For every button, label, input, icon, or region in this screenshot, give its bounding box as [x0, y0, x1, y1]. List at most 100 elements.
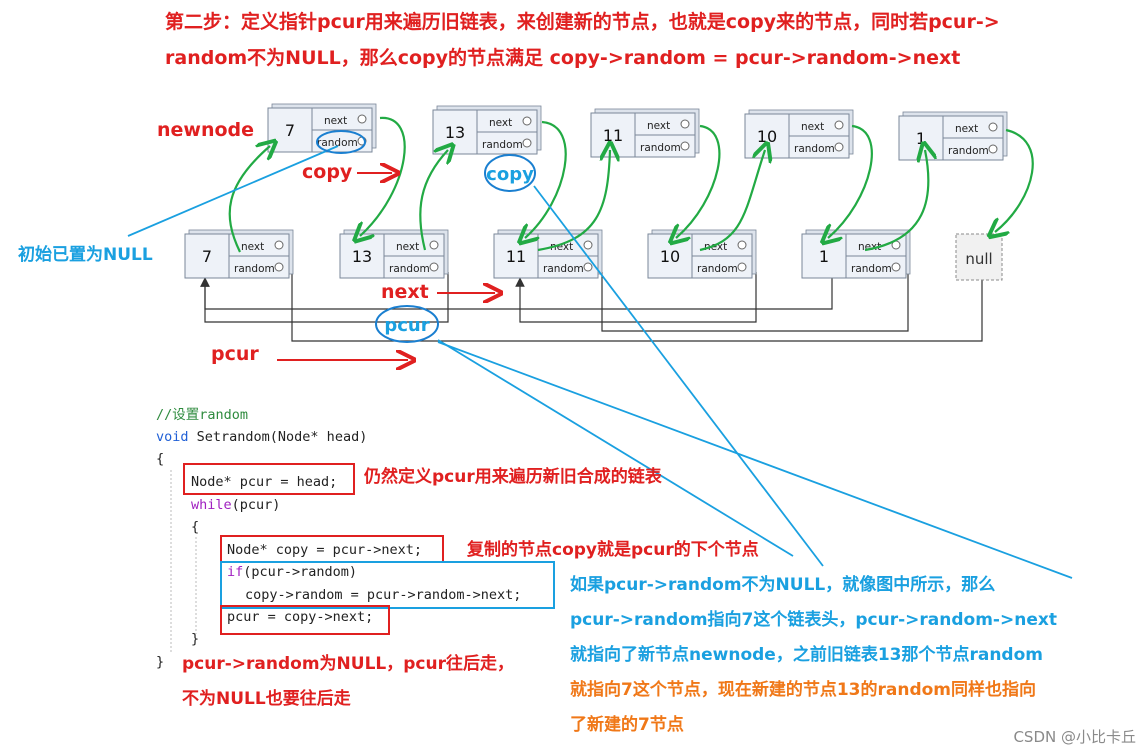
next-field-label: next	[241, 241, 264, 253]
next-pointer-dot	[834, 120, 844, 130]
green-arrow-old1-new1	[864, 150, 928, 252]
green-arrow-new7-old13	[360, 116, 406, 236]
green-next-arrows	[228, 116, 1034, 253]
random-field-label: random	[948, 145, 989, 157]
code-while-rest: (pcur)	[232, 497, 281, 513]
explain-line-1: 如果pcur->random不为NULL，就像图中所示，那么	[570, 574, 995, 595]
random-field-label: random	[794, 143, 835, 155]
green-arrow-new10-old1	[828, 124, 873, 238]
watermark: CSDN @小比卡丘	[1013, 728, 1136, 746]
next-label: next	[381, 281, 429, 303]
copy-label: copy	[302, 161, 353, 183]
code-close-brace: }	[156, 654, 164, 670]
next-field-label: next	[324, 115, 347, 127]
next-pointer-dot	[429, 240, 439, 250]
random-link-13-to-7	[200, 272, 449, 323]
pcur-label: pcur	[211, 343, 259, 365]
explanation: 如果pcur->random不为NULL，就像图中所示，那么 pcur->ran…	[570, 574, 1057, 735]
explain-line-2: pcur->random指向7这个链表头，pcur->random->next	[570, 609, 1057, 630]
init-null-pointer-line	[127, 145, 339, 237]
code-assign-random: copy->random = pcur->random->next;	[245, 587, 521, 603]
next-field-label: next	[647, 120, 670, 132]
next-pointer-dot	[988, 122, 998, 132]
pcur-circle	[375, 305, 439, 343]
copy-explain-line	[533, 185, 824, 567]
random-field-label: random	[697, 263, 738, 275]
random-field-label: random	[851, 263, 892, 275]
next-pointer-dot	[357, 114, 367, 124]
code-copy-define: Node* copy = pcur->next;	[227, 542, 422, 558]
new-node-value: 1	[916, 129, 926, 148]
green-arrow-old13-new13	[419, 150, 448, 251]
random-link-10-to-11	[515, 272, 757, 323]
code-advance: pcur = copy->next;	[227, 609, 373, 625]
pcur-circle-label: pcur	[384, 315, 429, 336]
random-field-label: random	[640, 142, 681, 154]
note-random-null-2: 不为NULL也要往后走	[182, 688, 351, 709]
code-keyword-void: void	[156, 429, 189, 445]
explain-line-3-text: 就指向了新节点newnode，之前旧链表13那个节点random	[570, 644, 1043, 665]
code-signature: void Setrandom(Node* head)	[156, 429, 367, 445]
code-inner-close: }	[191, 631, 199, 647]
explain-line-5: 了新建的7节点	[570, 714, 684, 735]
random-field-highlight	[316, 130, 366, 154]
random-field-label: random	[234, 263, 275, 275]
next-field-label: next	[489, 117, 512, 129]
next-field-label: next	[550, 241, 573, 253]
explain-line-3: 就指向了新节点newnode，之前旧链表13那个节点random	[570, 644, 1043, 665]
random-link-11-to-1	[601, 272, 909, 332]
random-pointer-dot	[680, 141, 690, 151]
code-signature-rest: Setrandom(Node* head)	[189, 429, 368, 445]
next-pointer-dot	[522, 116, 532, 126]
random-pointer-dot	[429, 262, 439, 272]
green-arrow-old10-new10	[699, 150, 765, 252]
random-pointer-dot	[522, 138, 532, 148]
code-keyword-while: while	[191, 497, 232, 513]
advance-box	[220, 605, 390, 635]
random-pointer-dot	[274, 262, 284, 272]
new-node-value: 7	[285, 121, 295, 140]
next-field-label: next	[858, 241, 881, 253]
pcur-define-box	[183, 463, 355, 495]
random-field-label: random	[317, 137, 358, 149]
random-field-label: random	[543, 263, 584, 275]
code-pcur-define: Node* pcur = head;	[191, 474, 337, 490]
init-null-label: 初始已置为NULL	[18, 244, 153, 265]
new-node-value: 13	[445, 123, 465, 142]
old-node-value: 13	[352, 247, 372, 266]
green-arrow-old7-new7	[228, 146, 270, 253]
code-open-brace: {	[156, 451, 164, 467]
code-keyword-if: if	[227, 564, 243, 580]
next-pointer-dot	[274, 240, 284, 250]
code-comment: //设置random	[156, 407, 248, 423]
green-arrow-new13-old11	[525, 120, 567, 238]
random-pointer-dot	[891, 262, 901, 272]
old-list-random-links	[200, 272, 983, 342]
old-node-value: 10	[660, 247, 680, 266]
next-field-label: next	[955, 123, 978, 135]
old-node-value: 11	[506, 247, 526, 266]
note-random-null-1: pcur->random为NULL，pcur往后走，	[182, 653, 514, 674]
green-arrow-new11-old10	[676, 124, 721, 238]
random-pointer-dot	[583, 262, 593, 272]
heading: 第二步：定义指针pcur用来遍历旧链表，来创建新的节点，也就是copy来的节点，…	[165, 10, 1000, 69]
next-pointer-dot	[583, 240, 593, 250]
new-node-value: 11	[603, 126, 623, 145]
old-node-value: 7	[202, 247, 212, 266]
new-node-4: 1 next random	[898, 111, 1008, 161]
old-node-0: 7 next random	[184, 229, 294, 279]
new-node-2: 11 next random	[590, 108, 700, 158]
random-pointer-dot	[834, 142, 844, 152]
code-block: //设置random void Setrandom(Node* head) { …	[156, 407, 555, 670]
code-if-rest: (pcur->random)	[243, 564, 357, 580]
copy-circle	[484, 154, 536, 192]
next-pointer-dot	[737, 240, 747, 250]
next-field-label: next	[396, 241, 419, 253]
